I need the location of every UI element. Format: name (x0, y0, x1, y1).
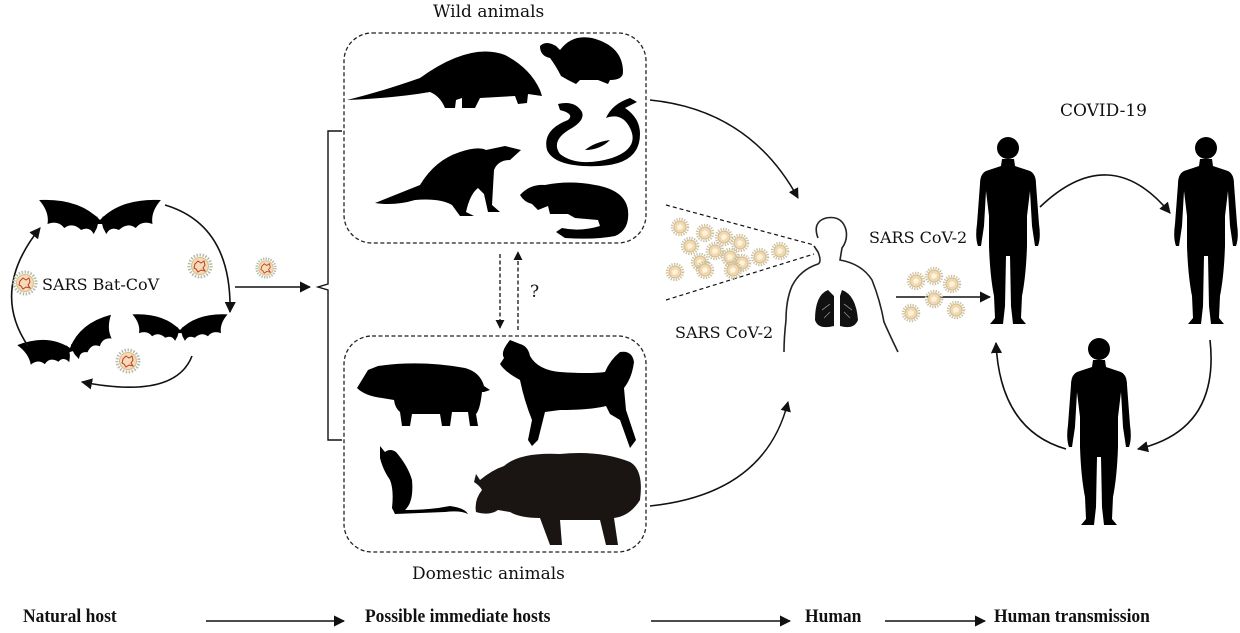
exhaled-virus-cone (665, 204, 815, 301)
virus-cluster-exhaled (665, 217, 790, 282)
human-transmission-cycle (976, 137, 1238, 525)
person-silhouette-left (976, 137, 1040, 324)
covid-19-title: COVID-19 (1060, 101, 1147, 121)
lungs-icon (815, 290, 858, 328)
transmission-arrow-right (1136, 339, 1212, 453)
virus-particle (187, 253, 213, 279)
virus-particle (115, 348, 141, 374)
person-silhouette-bottom (1067, 338, 1131, 525)
bat-silhouette-top (39, 199, 161, 234)
turtle-silhouette (540, 37, 623, 84)
stage-possible-immediate-hosts: Possible immediate hosts (365, 606, 551, 627)
bat-silhouette-bottom-left (17, 314, 121, 376)
cycle-arrow-top-right (164, 204, 236, 314)
natural-host-bat-cycle (10, 199, 277, 390)
stage-human: Human (805, 606, 862, 627)
person-silhouette-right (1174, 137, 1238, 324)
virus-particle (255, 257, 277, 279)
wild-animals-box (343, 32, 647, 244)
bat-virus-label: SARS Bat-CoV (42, 275, 160, 294)
cat-silhouette (380, 446, 468, 514)
otter-silhouette (520, 182, 629, 239)
dog-silhouette (500, 340, 636, 448)
cycle-arrow-bottom (80, 355, 193, 390)
virus-cluster-transmitted (901, 266, 966, 323)
pangolin-silhouette (347, 51, 542, 108)
stage-human-transmission: Human transmission (994, 606, 1150, 627)
pig-silhouette (357, 363, 490, 426)
domestic-animals-title: Domestic animals (412, 564, 565, 584)
cycle-arrow-left (10, 227, 41, 347)
virus-particle (12, 270, 38, 296)
snake-silhouette (546, 98, 640, 167)
arrow-domestic-to-human (649, 400, 791, 507)
exhaled-virus-label: SARS CoV-2 (675, 323, 774, 342)
arrow-wild-to-human (649, 99, 799, 199)
transmission-arrow-top (1039, 174, 1171, 214)
bat-silhouette-bottom-right (132, 314, 228, 341)
transmitted-virus-label: SARS CoV-2 (869, 228, 968, 247)
wild-animals-title: Wild animals (433, 2, 545, 22)
unknown-transmission-marker: ? (530, 282, 540, 302)
yak-silhouette (474, 453, 641, 545)
stage-natural-host: Natural host (23, 606, 117, 627)
ferret-silhouette (375, 146, 521, 216)
wild-animals (347, 37, 640, 239)
host-bracket (315, 130, 342, 441)
transmission-arrow-left (990, 341, 1067, 450)
human-with-lungs (783, 216, 899, 353)
domestic-animals (357, 340, 641, 545)
